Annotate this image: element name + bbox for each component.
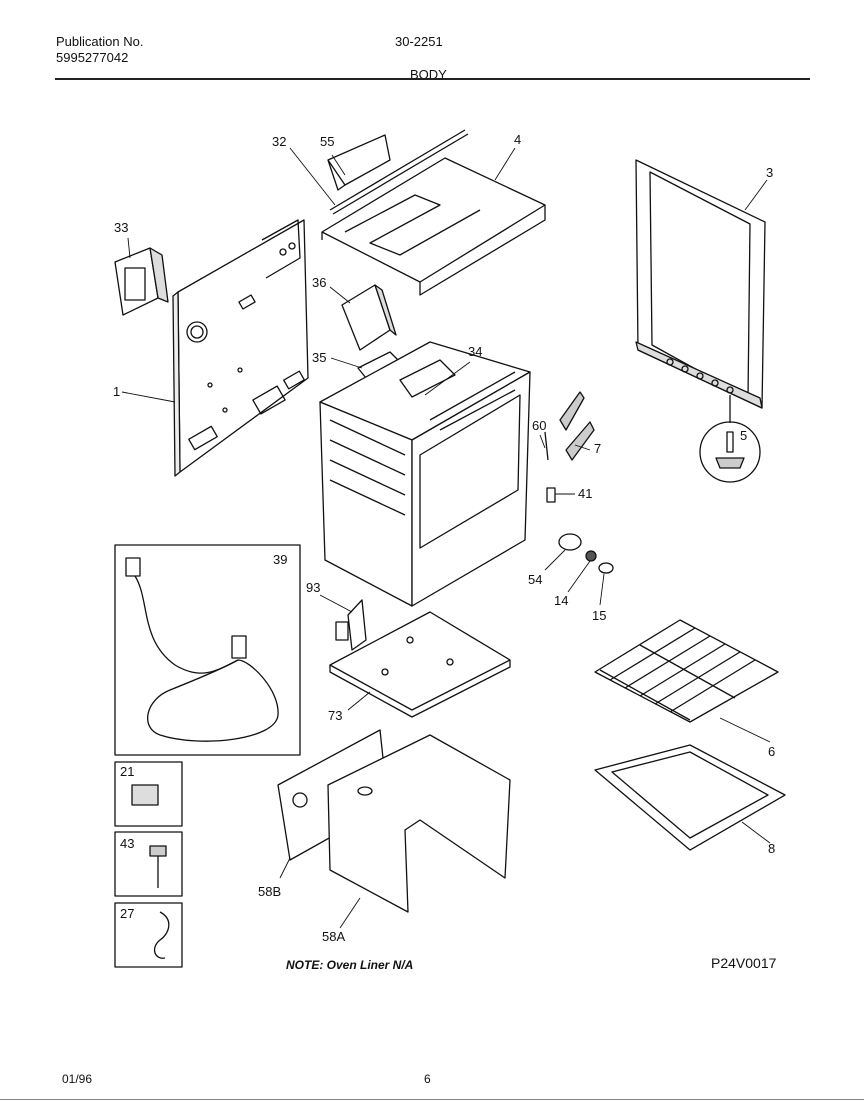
part-label-4: 4 <box>514 132 521 147</box>
part-label-21: 21 <box>120 764 134 779</box>
oven-liner-note: NOTE: Oven Liner N/A <box>286 958 414 972</box>
footer-date: 01/96 <box>62 1072 93 1086</box>
leveling-leg-part <box>699 395 761 483</box>
oven-door-part <box>635 159 766 409</box>
part-label-54: 54 <box>528 572 542 587</box>
part-label-58A: 58A <box>322 929 345 944</box>
broiler-pan-part <box>594 744 786 851</box>
part-label-33: 33 <box>114 220 128 235</box>
part-label-93: 93 <box>306 580 320 595</box>
part-label-39: 39 <box>273 552 287 567</box>
footer-rule <box>0 1099 864 1100</box>
part-label-41: 41 <box>578 486 592 501</box>
part-label-8: 8 <box>768 841 775 856</box>
part-label-5: 5 <box>740 428 747 443</box>
publication-label: Publication No. <box>56 34 144 49</box>
part-label-34: 34 <box>468 344 482 359</box>
document-code: 30-2251 <box>395 34 443 49</box>
part-label-3: 3 <box>766 165 773 180</box>
oven-rack-part <box>594 619 779 723</box>
door-hinge-part <box>544 391 595 461</box>
vent-duct-part <box>341 284 399 379</box>
header-rule <box>55 78 810 80</box>
power-cord-part <box>114 544 301 756</box>
storage-drawer-part <box>277 729 511 913</box>
inset-boxes <box>114 761 183 968</box>
part-label-7: 7 <box>594 441 601 456</box>
part-label-27: 27 <box>120 906 134 921</box>
footer-page-number: 6 <box>424 1072 431 1086</box>
top-frame-part <box>321 129 546 296</box>
part-labels: 32 55 4 3 33 36 35 34 1 60 7 5 41 39 54 … <box>113 132 775 944</box>
diagram-code: P24V0017 <box>711 955 777 971</box>
terminal-block-part <box>114 247 169 316</box>
bottom-panel-part <box>329 599 511 718</box>
oven-body-part <box>319 341 531 607</box>
part-label-35: 35 <box>312 350 326 365</box>
leader-lines <box>121 147 771 929</box>
part-label-32: 32 <box>272 134 286 149</box>
part-label-43: 43 <box>120 836 134 851</box>
publication-number: 5995277042 <box>56 50 129 65</box>
back-panel-part <box>172 219 309 477</box>
part-label-55: 55 <box>320 134 334 149</box>
part-label-60: 60 <box>532 418 546 433</box>
part-label-36: 36 <box>312 275 326 290</box>
part-label-15: 15 <box>592 608 606 623</box>
part-label-6: 6 <box>768 744 775 759</box>
part-label-1: 1 <box>113 384 120 399</box>
part-label-73: 73 <box>328 708 342 723</box>
small-hardware-part <box>546 487 614 574</box>
part-label-14: 14 <box>554 593 568 608</box>
part-label-58B: 58B <box>258 884 281 899</box>
